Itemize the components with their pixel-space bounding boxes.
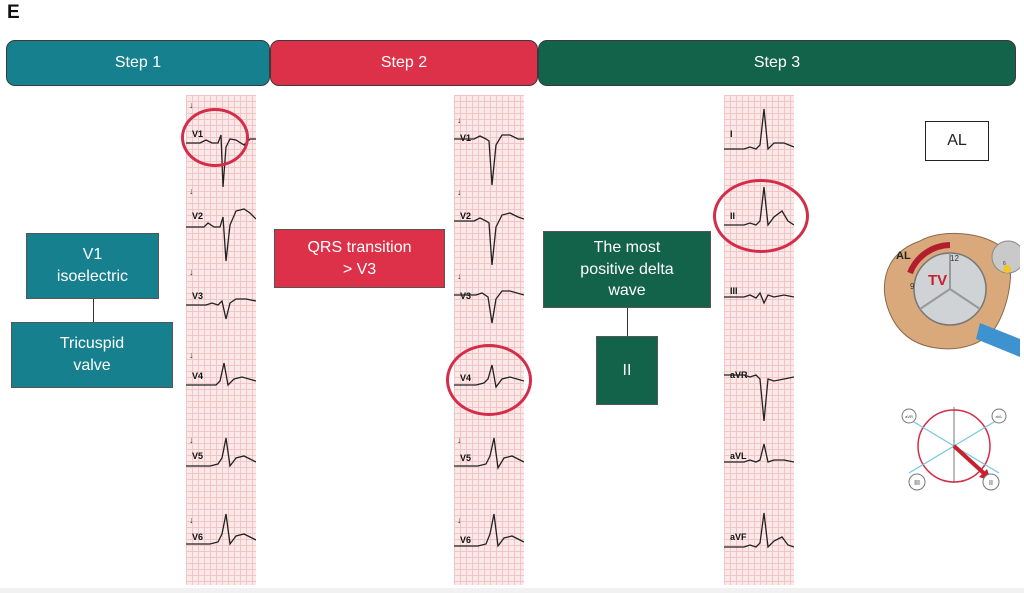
axis-label-avr: aVR — [905, 414, 913, 419]
ecg-trace-v6 — [454, 513, 524, 548]
localization-result-box: AL — [925, 121, 989, 161]
ecg-trace-i — [724, 108, 794, 151]
calibration-arrow: ↓ — [457, 271, 462, 281]
step3-connector — [627, 308, 628, 336]
hexaxial-axis-diagram: aVR aVL III II — [901, 407, 1007, 491]
ecg-trace-v5 — [186, 437, 256, 468]
ecg-trace-avr — [724, 374, 794, 422]
ecg-trace-v3 — [186, 298, 256, 320]
lead-label-v5: V5 — [460, 453, 472, 463]
axis-label-iii: III — [914, 480, 920, 487]
lead-label-v6: V6 — [460, 535, 472, 545]
ecg-strip-step1: V1 ↓ ↓ V2 ↓ V3 ↓ V4 ↓ V5 ↓ V6 — [186, 95, 256, 585]
ecg-strip-step3: I II III aVR aVL aVF — [724, 95, 794, 585]
qrs-transition-box: QRS transition > V3 — [274, 229, 445, 288]
diagram-number-9: 9 — [910, 282, 915, 291]
calibration-arrow: ↓ — [457, 115, 462, 125]
calibration-arrow: ↓ — [189, 435, 194, 445]
ecg-trace-v2 — [186, 208, 256, 262]
ecg-trace-v1 — [454, 134, 524, 186]
ecg-strip-step2: ↓ V1 ↓ V2 ↓ V3 V4 ↓ V5 ↓ V6 — [454, 95, 524, 585]
step-1-header: Step 1 — [6, 40, 270, 86]
ecg-trace-v4 — [186, 362, 256, 387]
highlight-circle-v4 — [446, 344, 532, 416]
step-2-header: Step 2 — [270, 40, 538, 86]
lead-label-v2: V2 — [460, 211, 472, 221]
lead-label-v5: V5 — [192, 451, 204, 461]
tricuspid-valve-diagram: AL TV 12 9 6 — [883, 232, 1020, 357]
lead-label-avf: aVF — [730, 532, 747, 542]
axis-label-ii: II — [989, 480, 993, 487]
lead-label-iii: III — [730, 286, 738, 296]
lead-label-v1: V1 — [460, 133, 472, 143]
calibration-arrow: ↓ — [457, 435, 462, 445]
tricuspid-valve-box: Tricuspid valve — [11, 322, 173, 388]
calibration-arrow: ↓ — [189, 267, 194, 277]
lead-label-v6: V6 — [192, 532, 204, 542]
ecg-trace-avf — [724, 512, 794, 549]
axis-label-avl: aVL — [995, 414, 1003, 419]
calibration-arrow: ↓ — [189, 350, 194, 360]
ecg-trace-iii — [724, 291, 794, 305]
calibration-arrow: ↓ — [189, 515, 194, 525]
ecg-trace-v3 — [454, 290, 524, 324]
diagram-valve-label: TV — [928, 272, 947, 289]
ecg-trace-v5 — [454, 437, 524, 470]
ecg-trace-v2 — [454, 212, 524, 266]
highlight-circle-ii — [713, 179, 809, 253]
calibration-arrow: ↓ — [457, 515, 462, 525]
lead-label-v2: V2 — [192, 211, 204, 221]
diagram-region-label: AL — [896, 250, 911, 262]
bottom-border — [0, 588, 1024, 593]
lead-label-v3: V3 — [460, 291, 472, 301]
calibration-arrow: ↓ — [457, 187, 462, 197]
lead-label-v4: V4 — [192, 371, 204, 381]
ecg-trace-v6 — [186, 513, 256, 546]
calibration-arrow: ↓ — [189, 100, 194, 110]
positive-delta-wave-box: The most positive delta wave — [543, 231, 711, 308]
lead-label-v3: V3 — [192, 291, 204, 301]
lead-label-avl: aVL — [730, 451, 747, 461]
ecg-trace-avl — [724, 443, 794, 463]
highlight-circle-v1 — [181, 108, 249, 167]
step1-connector — [93, 299, 94, 322]
panel-letter: E — [7, 2, 20, 23]
diagram-number-6: 6 — [1003, 261, 1006, 267]
v1-isoelectric-box: V1 isoelectric — [26, 233, 159, 299]
lead-ii-box: II — [596, 336, 658, 405]
step-3-header: Step 3 — [538, 40, 1016, 86]
diagram-number-12: 12 — [950, 254, 959, 263]
lead-label-i: I — [730, 129, 733, 139]
calibration-arrow: ↓ — [189, 186, 194, 196]
